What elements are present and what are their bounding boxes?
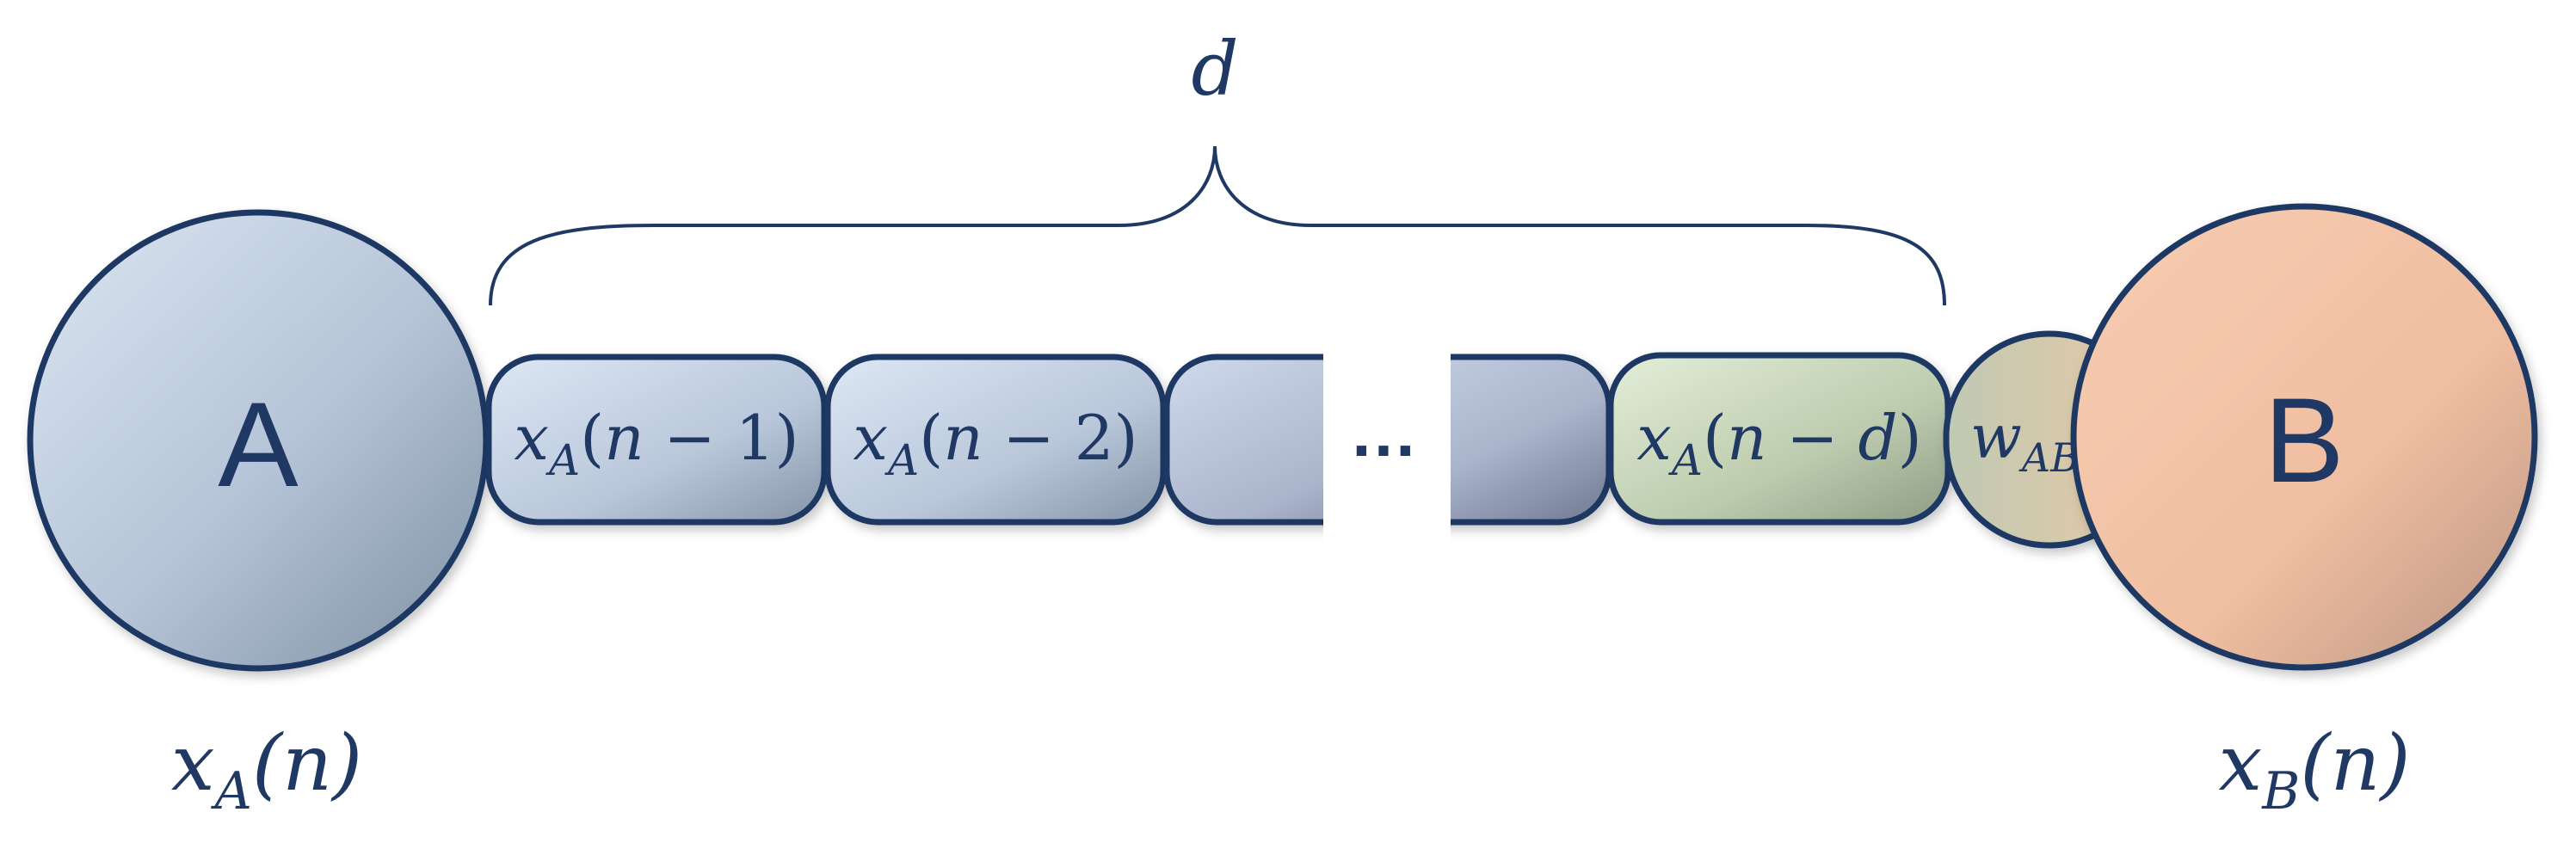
node-b-label: B	[2264, 372, 2344, 508]
delay-cell-4-partial	[1451, 354, 1612, 526]
delay-cell-2	[824, 354, 1167, 526]
weight-label: wAB	[1970, 402, 2080, 481]
node-a-label: A	[218, 377, 299, 512]
delay-cell-1	[485, 354, 828, 526]
delay-cell-d-label: xA(n − d)	[1636, 402, 1921, 485]
delay-cell-3-partial	[1163, 354, 1323, 526]
delay-brace	[489, 145, 1946, 306]
delay-cell-1-label: xA(n − 1)	[514, 402, 798, 485]
ellipsis: …	[1349, 394, 1418, 471]
delay-label: d	[1191, 27, 1238, 113]
delay-cell-2-label: xA(n − 2)	[853, 402, 1137, 485]
node-b-state-label: xB(n)	[2218, 718, 2410, 821]
node-a-state-label: xA(n)	[171, 718, 362, 821]
node-b	[2070, 203, 2538, 671]
